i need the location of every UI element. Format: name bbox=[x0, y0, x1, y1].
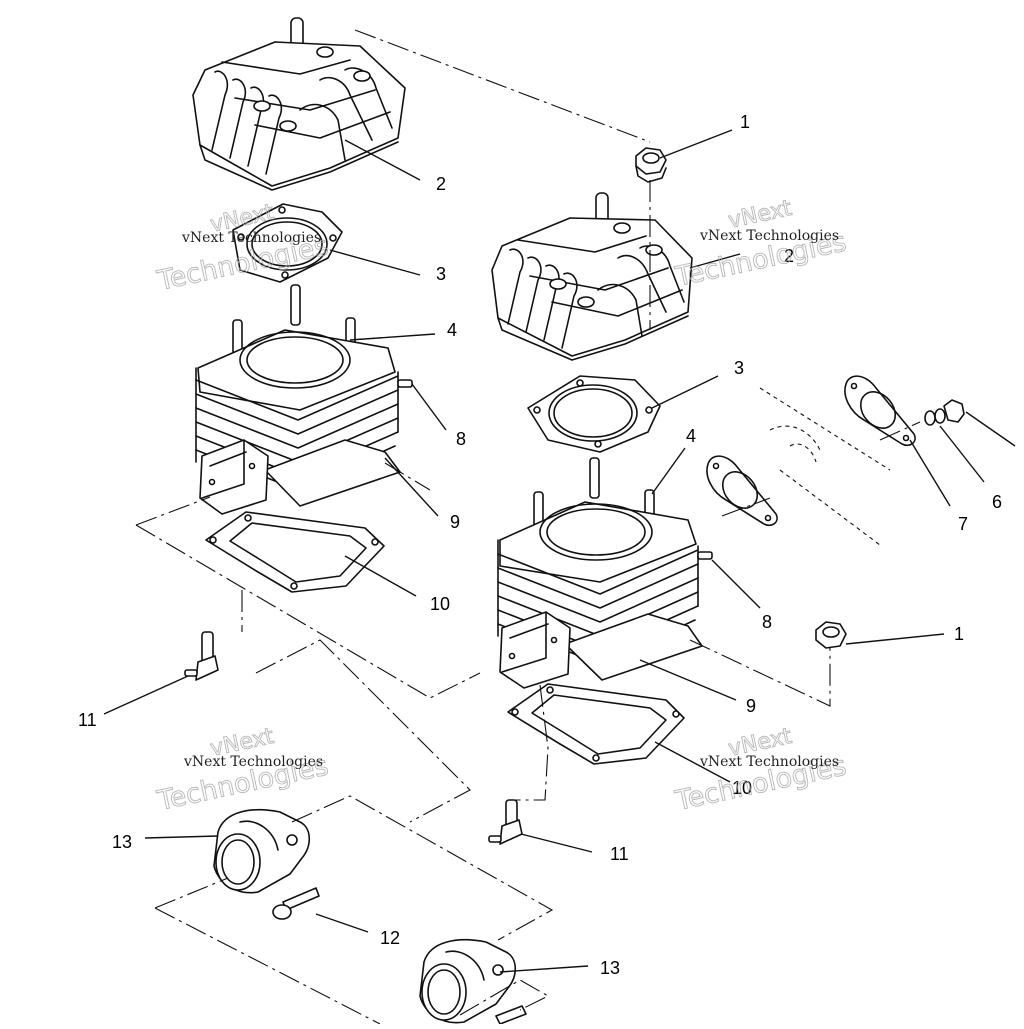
assembly-centerlines bbox=[135, 29, 921, 1025]
callout-13-upper: 13 bbox=[112, 832, 132, 852]
watermark-top-right: vNext Technologies bbox=[672, 196, 850, 294]
head-gasket-right bbox=[527, 375, 661, 453]
callout-4-left: 4 bbox=[447, 320, 457, 340]
flange-nut-bottom bbox=[815, 621, 847, 649]
callout-1-top: 1 bbox=[740, 112, 750, 132]
callout-12: 12 bbox=[380, 928, 400, 948]
callout-7: 7 bbox=[958, 514, 968, 534]
washer-and-nut bbox=[924, 399, 965, 426]
exhaust-gasket-upper bbox=[844, 375, 916, 447]
flange-nut-top bbox=[635, 147, 667, 183]
base-gasket-left bbox=[205, 511, 385, 593]
callout-6: 6 bbox=[992, 492, 1002, 512]
exhaust-phantom-outline bbox=[759, 387, 891, 546]
intake-flange-upper bbox=[213, 809, 311, 894]
head-gasket-left bbox=[232, 203, 343, 283]
watermark-caption-top-left: vNext Technologies bbox=[181, 230, 321, 246]
watermark-bottom-right: vNext Technologies bbox=[672, 724, 850, 818]
callout-10-left: 10 bbox=[430, 594, 450, 614]
cylinder-right bbox=[497, 457, 713, 689]
watermark-caption-top-right: vNext Technologies bbox=[699, 228, 839, 244]
callout-3-left: 3 bbox=[436, 264, 446, 284]
watermark-caption-bottom-right: vNext Technologies bbox=[699, 754, 839, 770]
callout-8-right: 8 bbox=[762, 612, 772, 632]
callout-8-left: 8 bbox=[456, 429, 466, 449]
watermark-bottom-left: vNext Technologies bbox=[154, 724, 332, 818]
cylinder-head-left bbox=[192, 17, 406, 191]
leader-lines bbox=[103, 129, 1016, 973]
callout-labels: 1 2 3 4 8 9 10 11 2 3 4 7 6 8 1 9 10 11 … bbox=[78, 112, 1002, 978]
callout-9-right: 9 bbox=[746, 696, 756, 716]
callout-9-left: 9 bbox=[450, 512, 460, 532]
elbow-fitting-right bbox=[488, 799, 523, 845]
callout-11-left: 11 bbox=[78, 710, 97, 730]
callout-10-right: 10 bbox=[732, 778, 752, 798]
callout-2-left: 2 bbox=[436, 174, 446, 194]
callout-13-lower: 13 bbox=[600, 958, 620, 978]
cap-screw-upper bbox=[272, 887, 320, 920]
callout-2-right: 2 bbox=[784, 246, 794, 266]
cap-screw-lower bbox=[495, 1005, 527, 1025]
callout-4-right: 4 bbox=[686, 426, 696, 446]
callout-11-right: 11 bbox=[610, 844, 629, 864]
callout-1-bottom: 1 bbox=[954, 624, 964, 644]
elbow-fitting-left bbox=[184, 631, 219, 681]
cylinder-left bbox=[195, 284, 413, 515]
cylinder-head-right bbox=[491, 192, 693, 361]
watermark-caption-bottom-left: vNext Technologies bbox=[183, 754, 323, 770]
callout-3-right: 3 bbox=[734, 358, 744, 378]
exhaust-gasket-lower bbox=[706, 455, 778, 527]
base-gasket-right bbox=[507, 683, 685, 765]
